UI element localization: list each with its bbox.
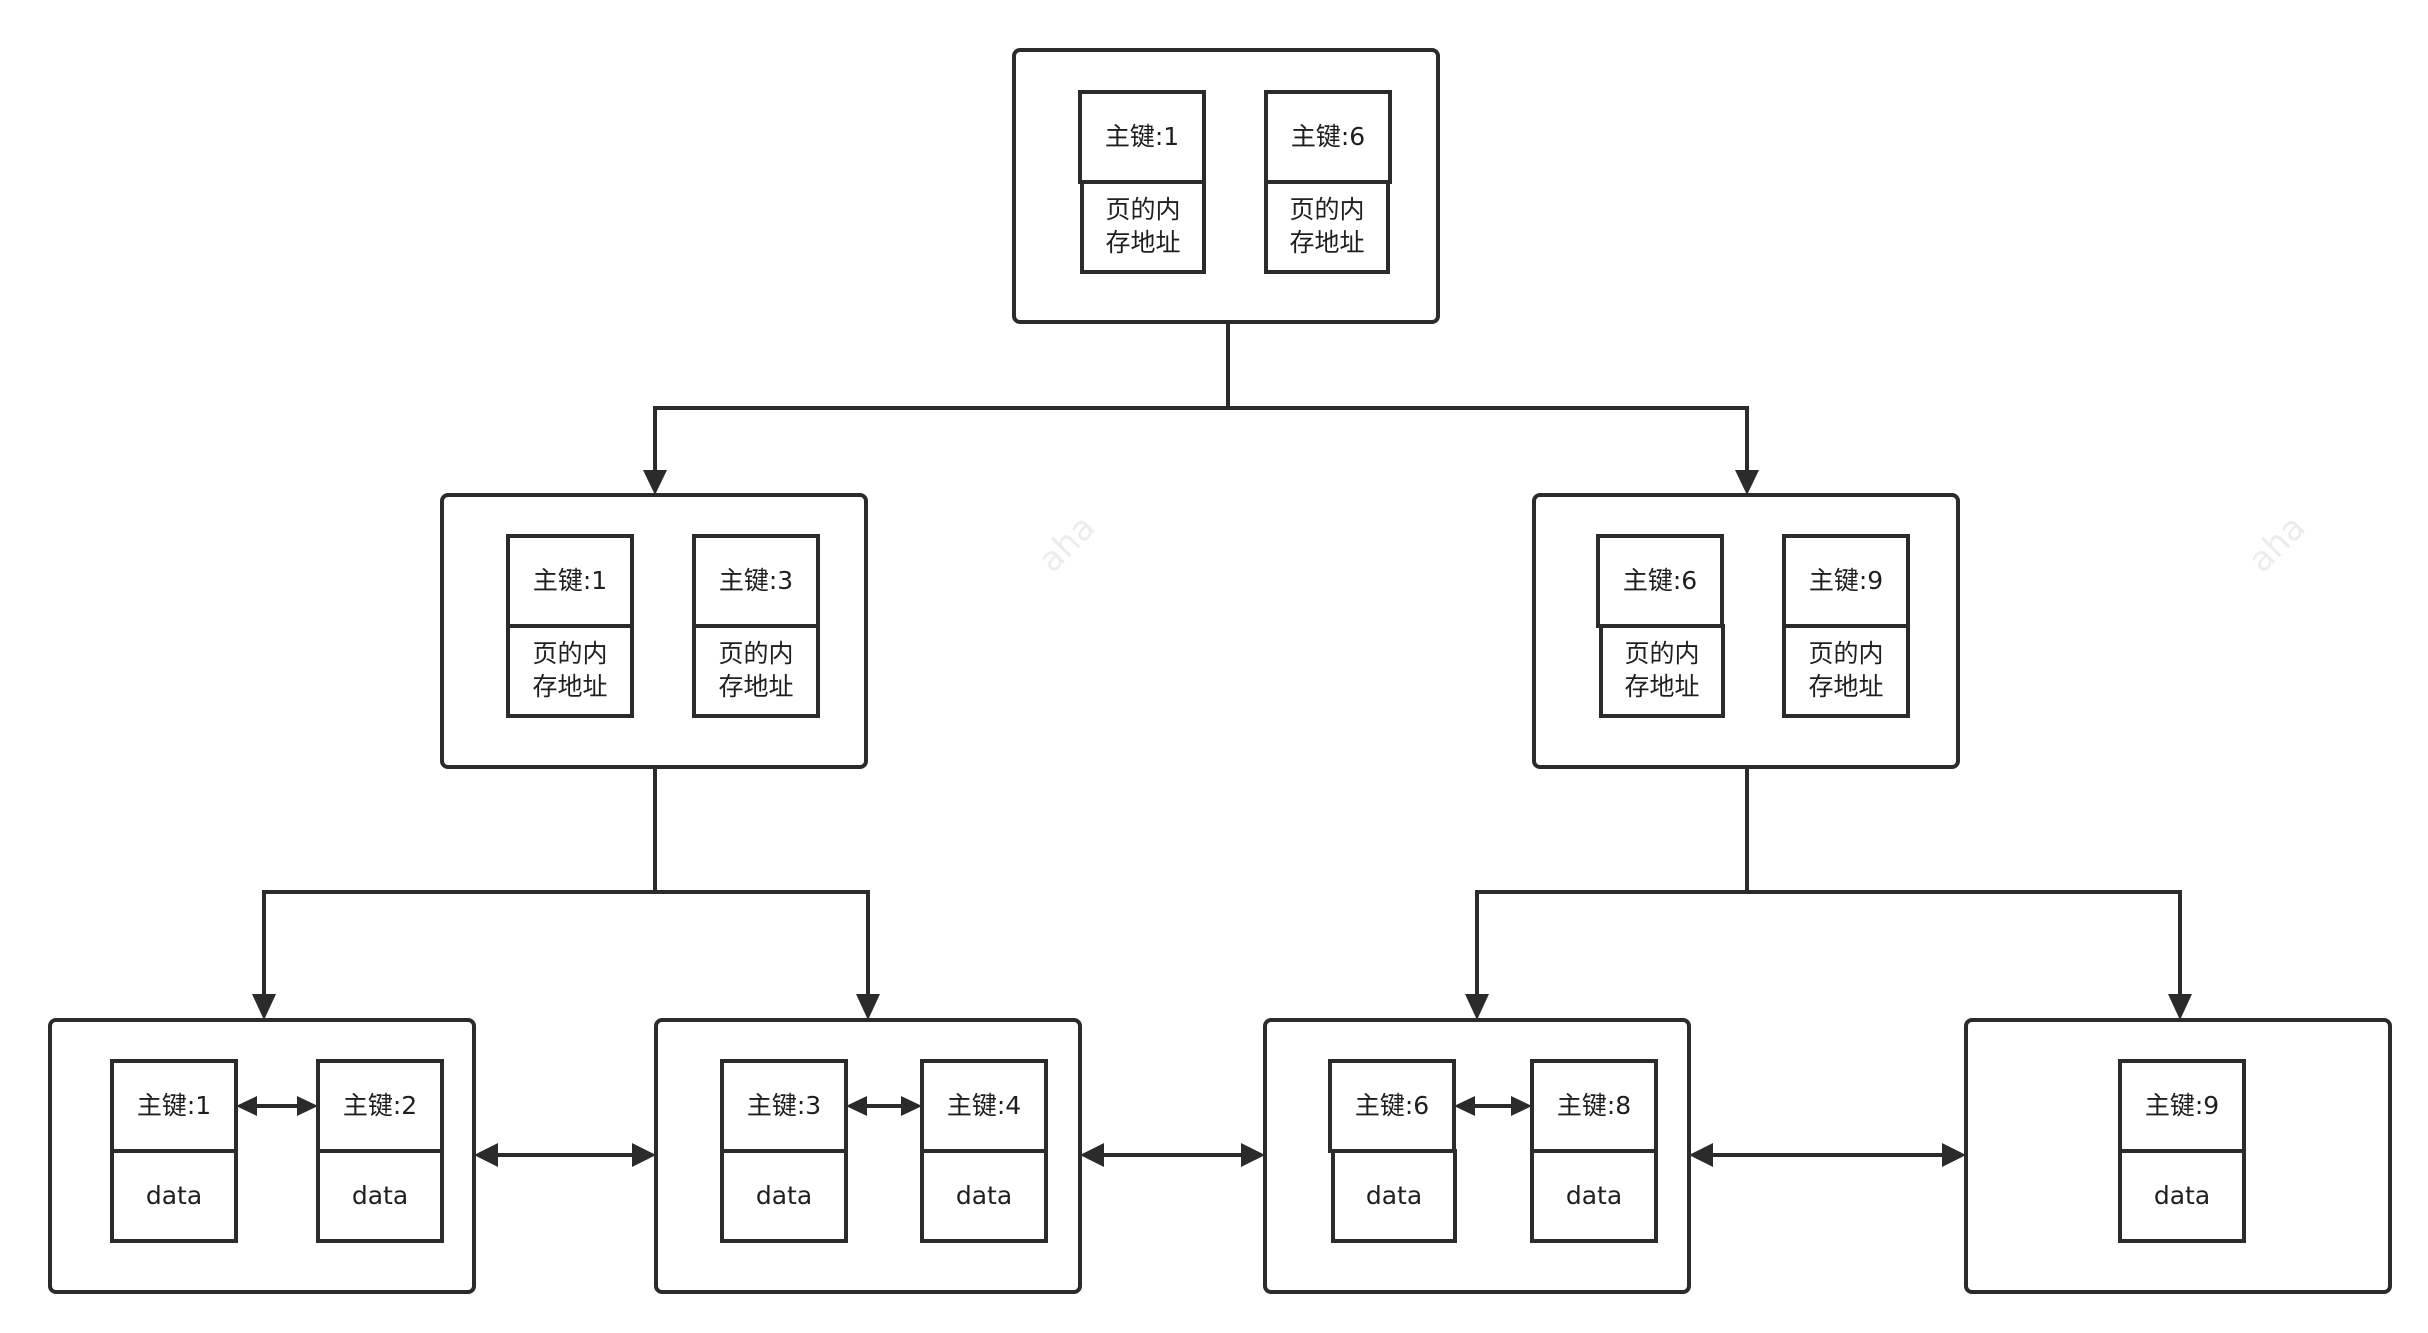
internal-page-node-right: 主键:6 页的内 存地址 主键:9 页的内 存地址 — [1532, 493, 1960, 769]
pointer-label: 存地址 — [718, 672, 793, 701]
record-link-arrow — [236, 1096, 318, 1116]
key-label: 主键:9 — [2145, 1091, 2219, 1120]
data-label: data — [146, 1181, 202, 1210]
key-label: 主键:3 — [719, 566, 793, 595]
leaf-sibling-link-1-2 — [474, 1143, 656, 1167]
internal-right-entry-2: 主键:9 页的内 存地址 — [1782, 534, 1910, 718]
key-label: 主键:1 — [1105, 122, 1179, 151]
leaf-1-entry-1: 主键:1 data — [110, 1059, 238, 1243]
pointer-label: 存地址 — [1624, 672, 1699, 701]
pointer-label: 页的内 — [1105, 195, 1180, 224]
leaf-page-node-3: 主键:6 data 主键:8 data — [1263, 1018, 1691, 1294]
pointer-label: 存地址 — [1105, 228, 1180, 257]
internal-left-entry-1: 主键:1 页的内 存地址 — [506, 534, 634, 718]
key-label: 主键:9 — [1809, 566, 1883, 595]
leaf-page-node-1: 主键:1 data 主键:2 data — [48, 1018, 476, 1294]
leaf-sibling-link-2-3 — [1080, 1143, 1265, 1167]
edge-internal-left-to-leaves — [252, 766, 880, 1020]
data-label: data — [352, 1181, 408, 1210]
internal-left-entry-2: 主键:3 页的内 存地址 — [692, 534, 820, 718]
data-label: data — [2154, 1181, 2210, 1210]
record-link-arrow — [846, 1096, 922, 1116]
data-label: data — [956, 1181, 1012, 1210]
data-label: data — [1566, 1181, 1622, 1210]
record-link-arrow — [1454, 1096, 1532, 1116]
edge-internal-right-to-leaves — [1465, 766, 2192, 1020]
root-entry-2: 主键:6 页的内 存地址 — [1264, 90, 1392, 274]
leaf-1-entry-2: 主键:2 data — [316, 1059, 444, 1243]
watermark: aha — [2240, 507, 2313, 580]
leaf-4-entry-1: 主键:9 data — [2118, 1059, 2246, 1243]
pointer-label: 页的内 — [1624, 639, 1699, 668]
leaf-2-entry-2: 主键:4 data — [920, 1059, 1048, 1243]
pointer-label: 页的内 — [1289, 195, 1364, 224]
pointer-label: 存地址 — [532, 672, 607, 701]
pointer-label: 存地址 — [1289, 228, 1364, 257]
key-label: 主键:4 — [947, 1091, 1021, 1120]
key-label: 主键:2 — [343, 1091, 417, 1120]
watermark: aha — [1030, 507, 1103, 580]
leaf-3-entry-2: 主键:8 data — [1530, 1059, 1658, 1243]
internal-page-node-left: 主键:1 页的内 存地址 主键:3 页的内 存地址 — [440, 493, 868, 769]
leaf-2-entry-1: 主键:3 data — [720, 1059, 848, 1243]
key-label: 主键:1 — [137, 1091, 211, 1120]
pointer-label: 页的内 — [718, 639, 793, 668]
internal-right-entry-1: 主键:6 页的内 存地址 — [1596, 534, 1725, 718]
key-label: 主键:6 — [1355, 1091, 1429, 1120]
key-label: 主键:6 — [1623, 566, 1697, 595]
pointer-label: 页的内 — [532, 639, 607, 668]
leaf-3-entry-1: 主键:6 data — [1328, 1059, 1457, 1243]
pointer-label: 页的内 — [1808, 639, 1883, 668]
edge-root-to-internal — [643, 323, 1759, 495]
key-label: 主键:6 — [1291, 122, 1365, 151]
data-label: data — [1366, 1181, 1422, 1210]
leaf-page-node-4: 主键:9 data — [1964, 1018, 2392, 1294]
key-label: 主键:8 — [1557, 1091, 1631, 1120]
leaf-page-node-2: 主键:3 data 主键:4 data — [654, 1018, 1082, 1294]
key-label: 主键:3 — [747, 1091, 821, 1120]
pointer-label: 存地址 — [1808, 672, 1883, 701]
root-entry-1: 主键:1 页的内 存地址 — [1078, 90, 1206, 274]
root-page-node: 主键:1 页的内 存地址 主键:6 页的内 存地址 — [1012, 48, 1440, 324]
data-label: data — [756, 1181, 812, 1210]
leaf-sibling-link-3-4 — [1689, 1143, 1966, 1167]
key-label: 主键:1 — [533, 566, 607, 595]
